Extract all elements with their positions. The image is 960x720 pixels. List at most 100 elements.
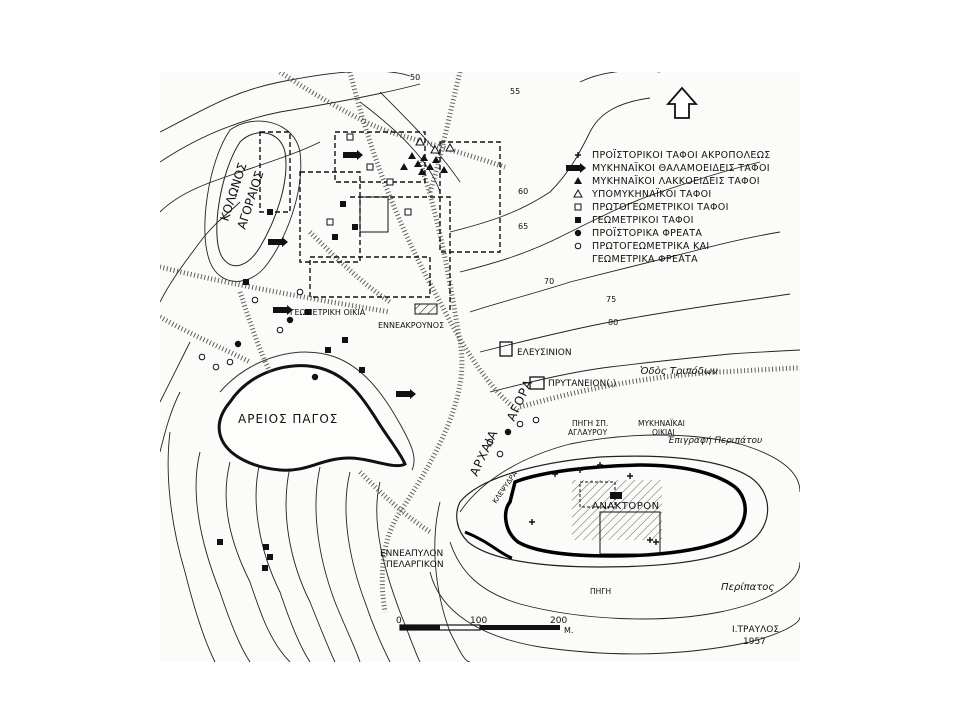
map-mark-12 bbox=[326, 218, 334, 226]
legend-symbol-1 bbox=[566, 163, 586, 173]
label-archaia: ΑΡΧΑΙΑ bbox=[467, 427, 501, 478]
scale-unit: Μ. bbox=[564, 626, 573, 635]
map-mark-33 bbox=[276, 326, 284, 334]
legend-label-0: ΠΡΟΪΣΤΟΡΙΚΟΙ ΤΑΦΟΙ ΑΚΡΟΠΟΛΕΩΣ bbox=[592, 150, 771, 161]
legend-label-1: ΜΥΚΗΝΑΪΚΟΙ ΘΑΛΑΜΟΕΙΔΕΙΣ ΤΑΦΟΙ bbox=[592, 163, 770, 174]
contour-label-65: 65 bbox=[518, 222, 528, 231]
map-mark-29 bbox=[504, 428, 512, 436]
map-mark-7 bbox=[400, 163, 408, 170]
map-mark-28 bbox=[311, 373, 319, 381]
areios-pagos-outline bbox=[217, 364, 407, 472]
map-symbols bbox=[198, 133, 659, 571]
label-anaktoron: ΑΝΑΚΤΟΡΟΝ bbox=[592, 501, 660, 512]
contour-label-60: 60 bbox=[518, 187, 528, 196]
legend-symbol-5 bbox=[575, 217, 581, 223]
contour-label-80: 80 bbox=[608, 318, 618, 327]
label-mykinaikai: ΜΥΚΗΝΑΪΚΑΙ bbox=[638, 419, 685, 428]
scale-bar: 0 100 200 Μ. bbox=[396, 616, 573, 635]
map-mark-5 bbox=[440, 166, 448, 173]
map-mark-47 bbox=[415, 136, 425, 146]
kolonos-hill-outline bbox=[216, 132, 287, 267]
label-geometriki-oikia: ΓΕΩΜΕΤΡΙΚΗ ΟΙΚΙΑ bbox=[290, 308, 366, 317]
map-mark-39 bbox=[532, 416, 540, 424]
map-mark-8 bbox=[346, 133, 354, 141]
map-mark-17 bbox=[243, 279, 249, 285]
legend-label-6: ΠΡΟΪΣΤΟΡΙΚΑ ΦΡΕΑΤΑ bbox=[592, 228, 702, 239]
map-mark-18 bbox=[305, 309, 311, 315]
map-mark-26 bbox=[286, 316, 294, 324]
label-pelargikon: ΠΕΛΑΡΓΙΚΟΝ bbox=[386, 560, 444, 570]
historical-map: ΠΡΟΪΣΤΟΡΙΚΟΙ ΤΑΦΟΙ ΑΚΡΟΠΟΛΕΩΣ ΜΥΚΗΝΑΪΚΟΙ … bbox=[160, 72, 800, 662]
map-mark-10 bbox=[386, 178, 394, 186]
legend-label-3: ΥΠΟΜΥΚΗΝΑΪΚΟΙ ΤΑΦΟΙ bbox=[591, 189, 712, 200]
label-enneapylon: ΕΝΝΕΑΠΥΛΟΝ bbox=[380, 549, 443, 559]
map-legend: ΠΡΟΪΣΤΟΡΙΚΟΙ ΤΑΦΟΙ ΑΚΡΟΠΟΛΕΩΣ ΜΥΚΗΝΑΪΚΟΙ … bbox=[566, 150, 771, 265]
map-mark-3 bbox=[426, 163, 434, 170]
ancient-roads bbox=[160, 72, 800, 613]
map-mark-1 bbox=[414, 160, 422, 167]
legend-label-2: ΜΥΚΗΝΑΪΚΟΙ ΛΑΚΚΟΕΙΔΕΙΣ ΤΑΦΟΙ bbox=[592, 176, 760, 187]
map-mark-15 bbox=[332, 234, 338, 240]
legend-symbol-4 bbox=[574, 203, 582, 211]
map-mark-2 bbox=[420, 154, 428, 161]
map-mark-31 bbox=[212, 363, 220, 371]
label-enneakrounos: ΕΝΝΕΑΚΡΟΥΝΟΣ bbox=[378, 321, 444, 330]
map-mark-23 bbox=[267, 554, 273, 560]
map-mark-24 bbox=[262, 565, 268, 571]
map-mark-27 bbox=[234, 340, 242, 348]
label-pigi-sp: ΠΗΓΗ ΣΠ. bbox=[572, 419, 608, 428]
scale-tick-200: 200 bbox=[550, 616, 567, 626]
map-mark-30 bbox=[198, 353, 206, 361]
contour-label-50: 50 bbox=[410, 73, 420, 82]
map-mark-4 bbox=[432, 156, 440, 163]
acropolis-outer bbox=[456, 455, 769, 568]
map-mark-21 bbox=[359, 367, 365, 373]
map-mark-53 bbox=[268, 237, 288, 247]
map-mark-35 bbox=[296, 288, 304, 296]
legend-label-4: ΠΡΩΤΟΓΕΩΜΕΤΡΙΚΟΙ ΤΑΦΟΙ bbox=[592, 202, 729, 213]
contour-lines bbox=[160, 72, 800, 662]
map-credit-author: Ι.ΤΡΑΥΛΟΣ bbox=[732, 625, 779, 635]
scale-tick-0: 0 bbox=[396, 616, 402, 626]
label-aglaurou: ΑΓΛΑΥΡΟΥ bbox=[568, 428, 608, 437]
legend-label-7: ΠΡΩΤΟΓΕΩΜΕΤΡΙΚΑ ΚΑΙ bbox=[592, 241, 709, 252]
map-mark-51 bbox=[273, 305, 293, 315]
legend-symbol-7 bbox=[574, 242, 582, 250]
contour-label-75: 75 bbox=[606, 295, 616, 304]
map-mark-43 bbox=[647, 537, 653, 543]
map-mark-11 bbox=[404, 208, 412, 216]
map-mark-6 bbox=[418, 168, 426, 175]
label-epigrafi-peripatou: Ἐπιγραφή Περιπάτου bbox=[668, 436, 762, 446]
label-prytaneion: ΠΡΥΤΑΝΕΙΟΝ(;) bbox=[548, 379, 616, 389]
map-mark-46 bbox=[529, 519, 535, 525]
map-mark-38 bbox=[516, 420, 524, 428]
contour-label-70: 70 bbox=[544, 277, 554, 286]
legend-symbol-0 bbox=[575, 152, 581, 158]
map-mark-37 bbox=[496, 450, 504, 458]
label-oikiai: ΟΙΚΙΑΙ bbox=[652, 428, 675, 437]
label-odos-tripodon: Ὁδὸς Τριπόδων bbox=[640, 365, 718, 377]
map-mark-25 bbox=[217, 539, 223, 545]
map-mark-42 bbox=[597, 462, 603, 468]
map-credit-year: 1957 bbox=[743, 637, 766, 647]
map-mark-45 bbox=[627, 473, 633, 479]
map-mark-40 bbox=[552, 471, 558, 477]
legend-symbol-6 bbox=[574, 229, 582, 237]
map-mark-9 bbox=[366, 163, 374, 171]
map-mark-34 bbox=[251, 296, 259, 304]
excavation-outlines bbox=[259, 131, 501, 312]
legend-label-8: ΓΕΩΜΕΤΡΙΚΑ ΦΡΕΑΤΑ bbox=[592, 254, 698, 265]
map-mark-48 bbox=[430, 144, 440, 154]
map-mark-44 bbox=[653, 539, 659, 545]
scale-tick-100: 100 bbox=[470, 616, 487, 626]
map-mark-14 bbox=[352, 224, 358, 230]
north-arrow-icon bbox=[666, 86, 698, 119]
map-mark-52 bbox=[396, 389, 416, 399]
map-mark-49 bbox=[445, 142, 455, 152]
map-mark-32 bbox=[226, 358, 234, 366]
map-mark-16 bbox=[267, 209, 273, 215]
palace-hatched-area bbox=[572, 480, 662, 540]
map-mark-22 bbox=[263, 544, 269, 550]
legend-label-5: ΓΕΩΜΕΤΡΙΚΟΙ ΤΑΦΟΙ bbox=[592, 215, 694, 226]
